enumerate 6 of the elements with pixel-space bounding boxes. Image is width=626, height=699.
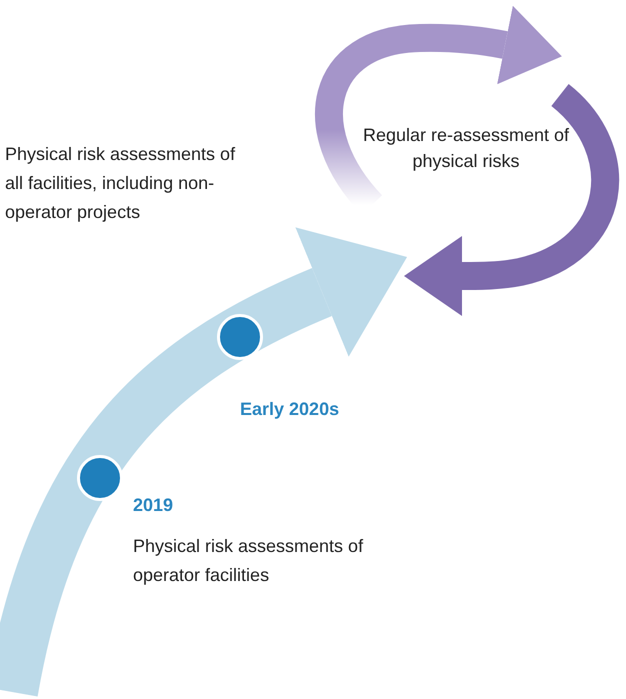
milestone-date: Early 2020s: [240, 398, 340, 421]
timeline-arrow: [0, 228, 406, 698]
cycle-label: Regular re-assessment of physical risks: [362, 124, 570, 173]
note-text: Physical risk assessments of all facilities, including non-operator projects: [5, 143, 236, 224]
milestone-description: Physical risk assessments of operator facilities: [133, 535, 364, 587]
milestone-date: 2019: [133, 494, 174, 517]
